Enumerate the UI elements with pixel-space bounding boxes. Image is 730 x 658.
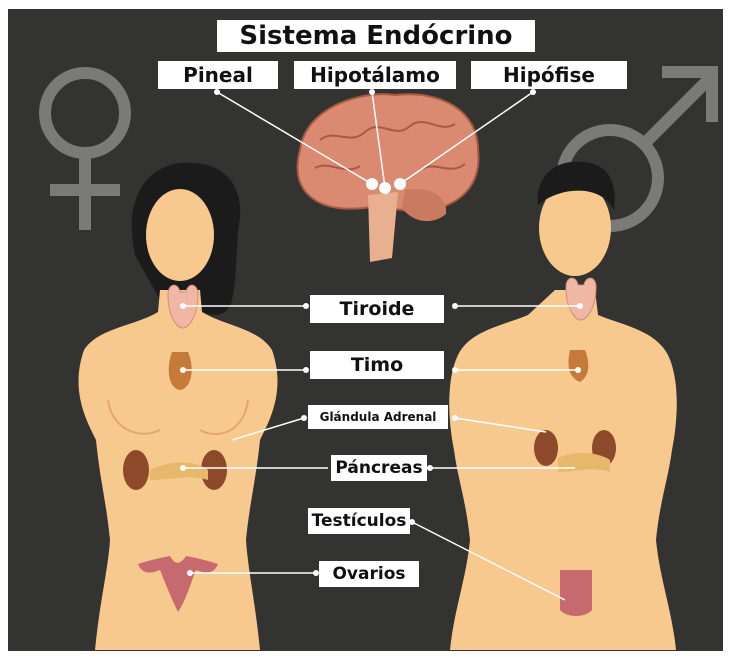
diagram-title: Sistema Endócrino (217, 20, 535, 52)
label-testiculos: Testículos (308, 508, 410, 534)
man-kidney-left (534, 430, 558, 466)
label-pineal: Pineal (158, 61, 278, 89)
man-testicles (560, 570, 592, 616)
woman-face (146, 189, 214, 281)
label-pancreas: Páncreas (331, 455, 427, 481)
woman-kidney-left (123, 450, 149, 490)
brain-illustration (298, 94, 479, 262)
label-hipofise: Hipófise (471, 61, 627, 89)
label-timo: Timo (310, 351, 444, 379)
label-ovarios: Ovarios (319, 561, 419, 587)
female-symbol-icon (45, 73, 125, 230)
label-tiroide: Tiroide (310, 295, 444, 323)
label-hipotalamo: Hipotálamo (294, 61, 456, 89)
brain-stem (368, 192, 398, 262)
label-glandula-adrenal: Glándula Adrenal (308, 405, 448, 429)
